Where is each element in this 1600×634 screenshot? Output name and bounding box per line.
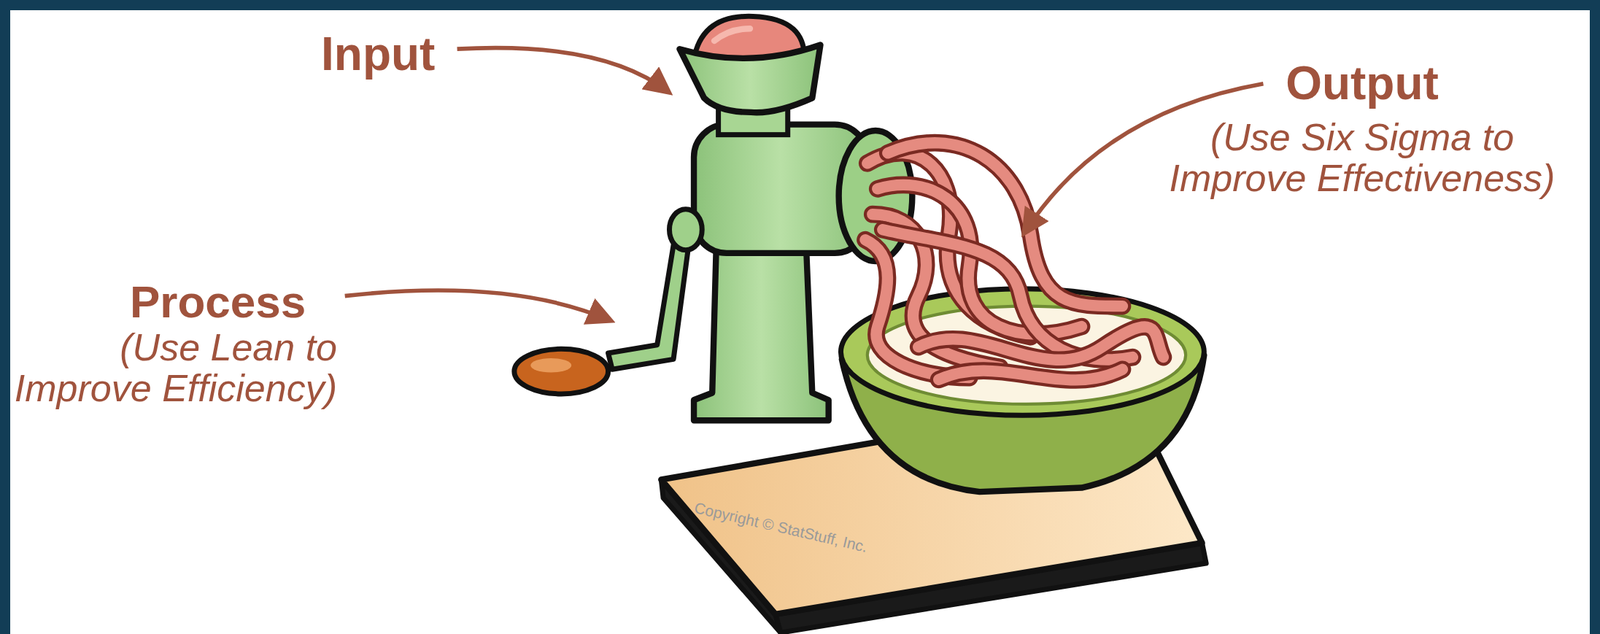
strand-outline: [865, 240, 970, 378]
grinder-stand: [693, 245, 829, 421]
leader-arrow: [457, 48, 670, 92]
meat-strand: [938, 369, 1123, 381]
crank-arm: [608, 232, 691, 370]
stage-label: Process: [129, 275, 320, 328]
meat-strand: [918, 326, 1164, 360]
stage-label: Input: [321, 27, 467, 82]
leader-arrow: [345, 290, 611, 321]
ground-meat: [865, 143, 1163, 381]
strand-outline: [938, 369, 1123, 381]
stage-label: Output: [1216, 56, 1509, 111]
hopper: [679, 45, 821, 114]
meat-strand: [865, 240, 970, 378]
strand-outline: [918, 326, 1164, 360]
meat-highlight: [714, 28, 751, 41]
stage-note: (Use Six Sigma to Improve Effectiveness): [1153, 116, 1571, 199]
watermark: Copyright © StatStuff, Inc.: [692, 498, 953, 576]
crank-pivot: [669, 209, 702, 251]
crank-handle: [514, 348, 609, 394]
handle-highlight: [530, 358, 572, 373]
stage-note: (Use Lean to Improve Efficiency): [0, 326, 338, 409]
